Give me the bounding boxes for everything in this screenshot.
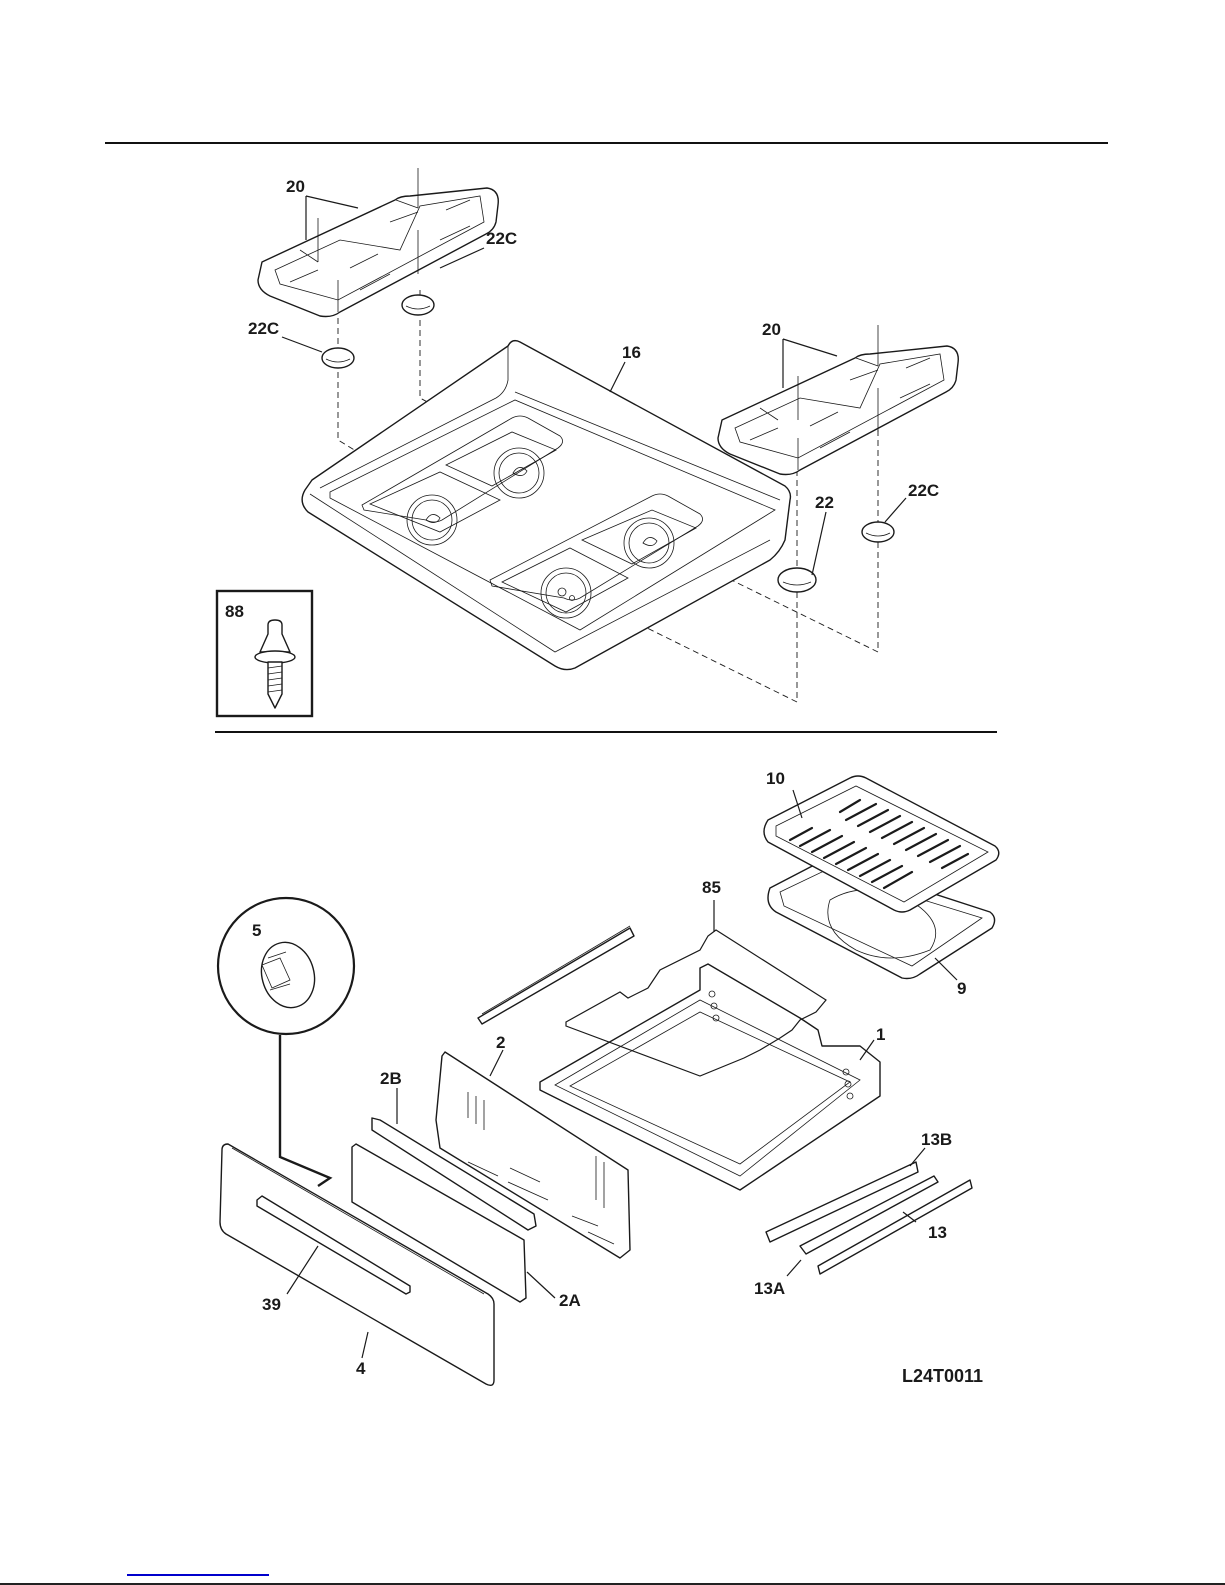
drawer-rack[interactable] bbox=[565, 929, 827, 1077]
burner-port-4 bbox=[623, 517, 675, 569]
panel-trim[interactable] bbox=[371, 1117, 537, 1231]
drawing-code: L24T0011 bbox=[902, 1366, 983, 1386]
bottom-link-underline[interactable] bbox=[127, 1574, 269, 1576]
broiler-grid[interactable] bbox=[763, 775, 1000, 913]
drawer-section: 5 10 85 9 1 2 2B 13B 13 bbox=[216, 769, 1000, 1387]
part-label-1: 1 bbox=[876, 1025, 885, 1044]
part-label-2B: 2B bbox=[380, 1069, 402, 1088]
slide-rail-13A[interactable] bbox=[799, 1175, 939, 1255]
burner-grate-left[interactable] bbox=[257, 168, 499, 318]
drawer-body[interactable] bbox=[539, 963, 881, 1191]
part-label-20-left: 20 bbox=[286, 177, 305, 196]
bumper-connector bbox=[278, 1035, 333, 1187]
side-rail-upper[interactable] bbox=[477, 925, 635, 1025]
burner-port-3 bbox=[540, 567, 592, 619]
burner-cap-22C-right-rear[interactable] bbox=[861, 521, 895, 543]
part-label-9: 9 bbox=[957, 979, 966, 998]
drawer-front-panel[interactable] bbox=[351, 1143, 527, 1303]
part-label-39: 39 bbox=[262, 1295, 281, 1314]
part-label-22C-right-rear: 22C bbox=[908, 481, 939, 500]
part-label-2A: 2A bbox=[559, 1291, 581, 1310]
burner-cap-22-right-front[interactable] bbox=[777, 567, 817, 593]
burner-port-1 bbox=[406, 494, 458, 546]
part-label-22: 22 bbox=[815, 493, 834, 512]
cooktop-part[interactable] bbox=[301, 339, 792, 671]
drawer-back-panel[interactable] bbox=[435, 1051, 631, 1259]
slide-rail-13B[interactable] bbox=[765, 1161, 919, 1243]
part-label-5: 5 bbox=[252, 921, 261, 940]
part-label-10: 10 bbox=[766, 769, 785, 788]
part-label-22C-left-rear: 22C bbox=[486, 229, 517, 248]
burner-grate-right[interactable] bbox=[717, 325, 959, 476]
part-label-13A: 13A bbox=[754, 1279, 785, 1298]
part-label-13B: 13B bbox=[921, 1130, 952, 1149]
part-label-85: 85 bbox=[702, 878, 721, 897]
part-label-4: 4 bbox=[356, 1359, 366, 1378]
burner-cap-22C-left-front[interactable] bbox=[321, 347, 355, 369]
drawer-handle[interactable] bbox=[256, 1195, 411, 1295]
burner-cap-22C-left-rear[interactable] bbox=[401, 294, 435, 316]
part-label-20-right: 20 bbox=[762, 320, 781, 339]
bottom-border bbox=[0, 1583, 1225, 1585]
part-label-88: 88 bbox=[225, 602, 244, 621]
part-label-22C-left-front: 22C bbox=[248, 319, 279, 338]
cooktop-section: 20 22C 22C 16 20 22 22C 88 bbox=[215, 168, 959, 718]
part-label-13: 13 bbox=[928, 1223, 947, 1242]
burner-port-2 bbox=[493, 447, 545, 499]
grid-slots bbox=[788, 798, 970, 890]
slide-rail-13[interactable] bbox=[817, 1179, 973, 1275]
bumper-inset[interactable]: 5 bbox=[216, 896, 356, 1036]
part-label-2: 2 bbox=[496, 1033, 505, 1052]
part-label-16: 16 bbox=[622, 343, 641, 362]
inset-88[interactable]: 88 bbox=[215, 589, 314, 718]
